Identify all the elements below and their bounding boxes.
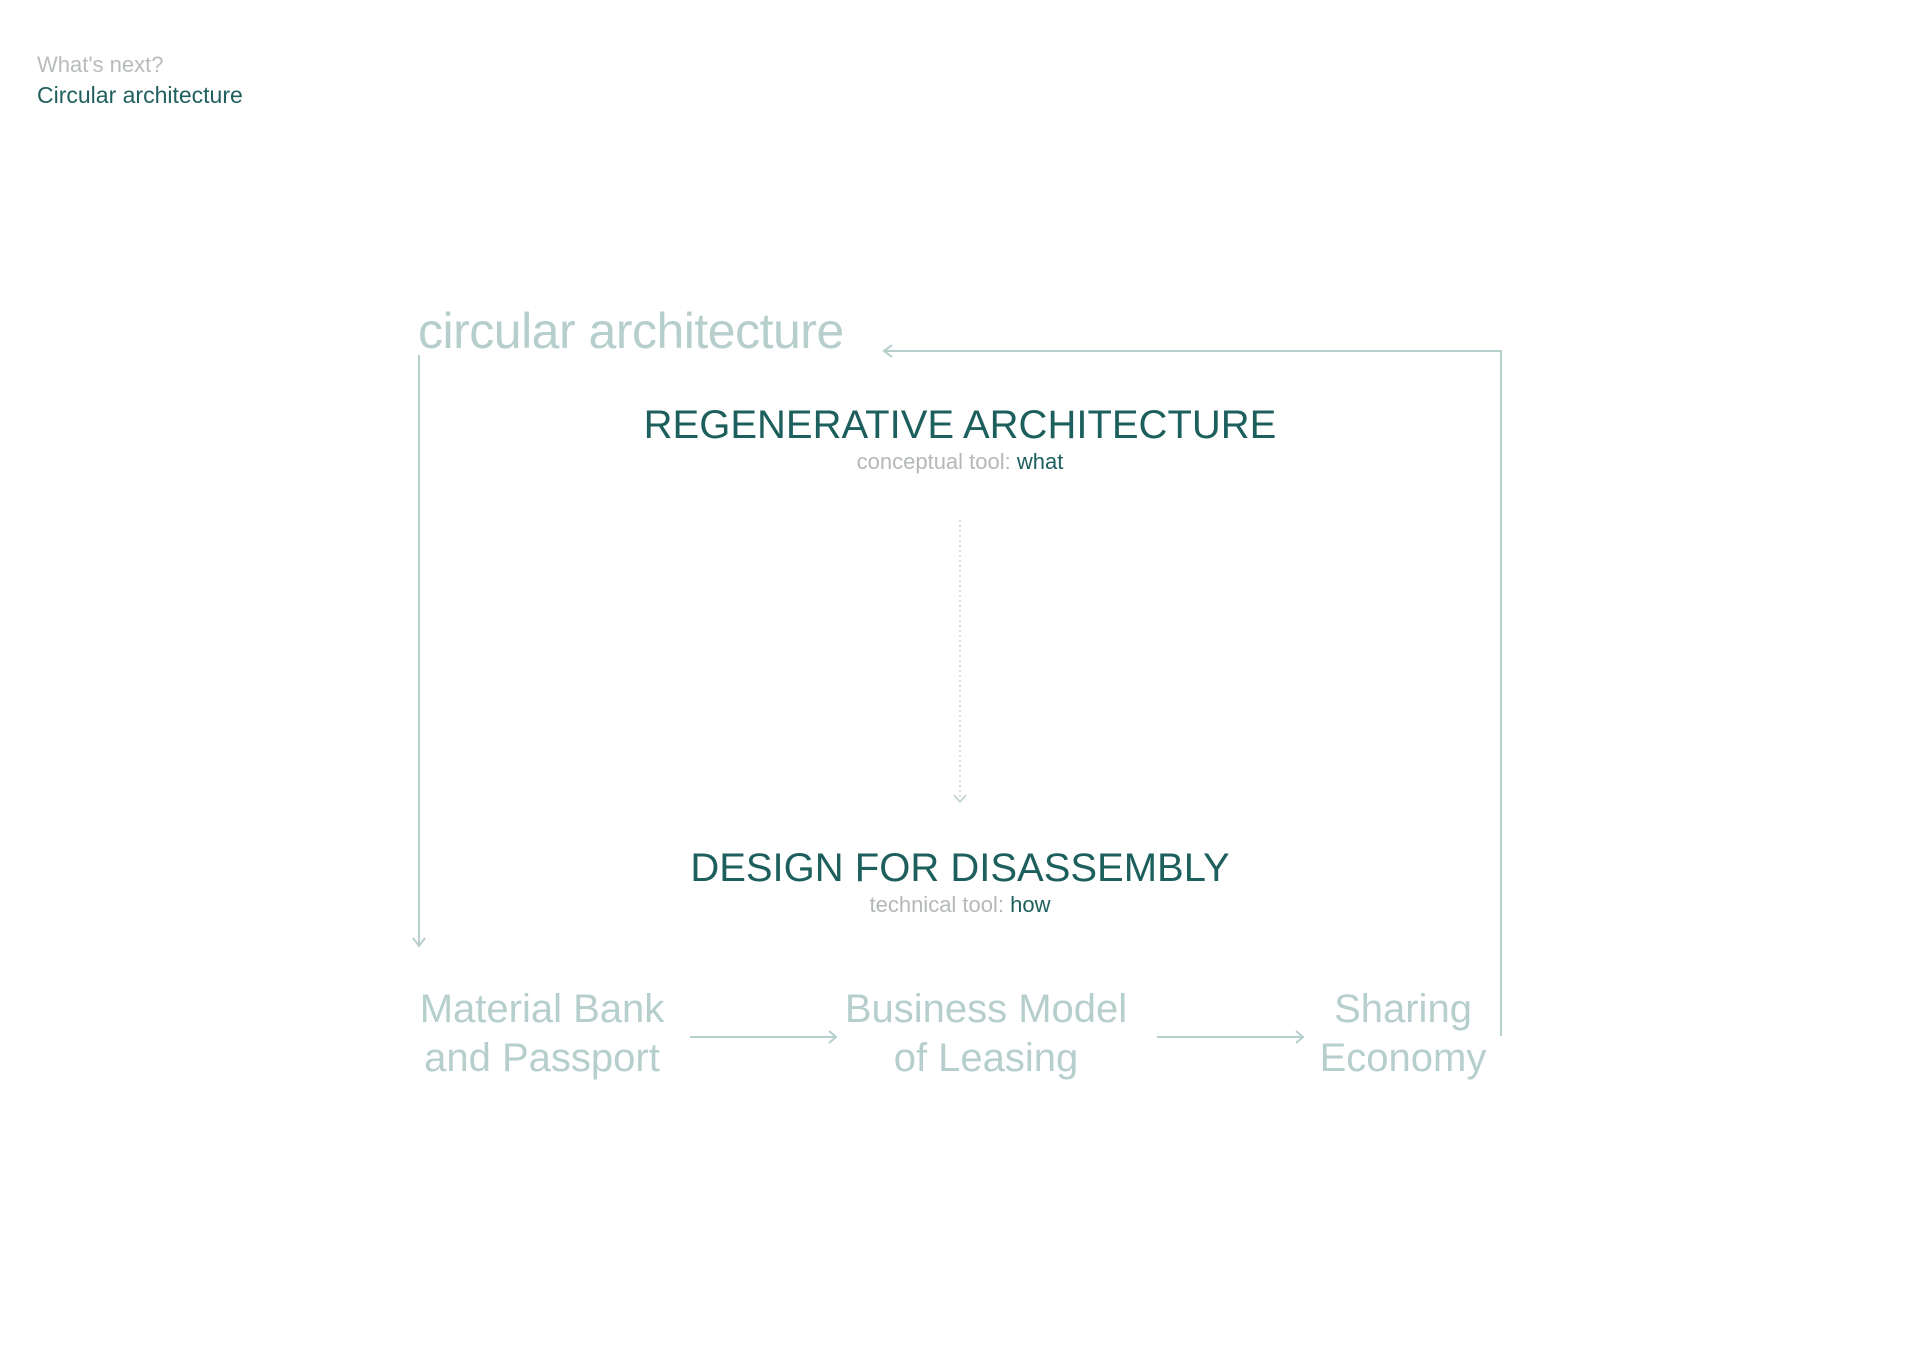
subtitle-value: what <box>1016 449 1064 474</box>
node-sharing-economy: Sharing Economy <box>1223 985 1583 1083</box>
regenerative-title: REGENERATIVE ARCHITECTURE <box>643 403 1277 447</box>
node-business-model: Business Model of Leasing <box>806 985 1166 1083</box>
regenerative-subtitle: conceptual tool: what <box>0 449 1920 475</box>
loop-arrow-head <box>882 344 893 358</box>
disassembly-title: DESIGN FOR DISASSEMBLY <box>690 846 1230 890</box>
arrow-1 <box>690 1030 838 1044</box>
arrow-2 <box>1157 1030 1305 1044</box>
node-material-bank: Material Bank and Passport <box>362 985 722 1083</box>
breadcrumb-section: What's next? <box>37 52 164 77</box>
node-line: Economy <box>1319 1036 1487 1080</box>
left-down-arrow-head <box>412 937 426 948</box>
dotted-arrow-head <box>953 794 967 804</box>
subtitle-prefix: technical tool: <box>869 892 1005 917</box>
loop-line <box>884 350 1502 1036</box>
disassembly-subtitle: technical tool: how <box>0 892 1920 918</box>
node-line: Sharing <box>1334 987 1472 1031</box>
node-line: and Passport <box>424 1036 660 1080</box>
subtitle-prefix: conceptual tool: <box>856 449 1011 474</box>
node-line: Business Model <box>844 987 1128 1031</box>
node-line: Material Bank <box>419 987 665 1031</box>
node-line: of Leasing <box>893 1036 1079 1080</box>
frame-label: circular architecture <box>418 303 844 359</box>
page-title: Circular architecture <box>37 82 243 108</box>
subtitle-value: how <box>1010 892 1051 917</box>
